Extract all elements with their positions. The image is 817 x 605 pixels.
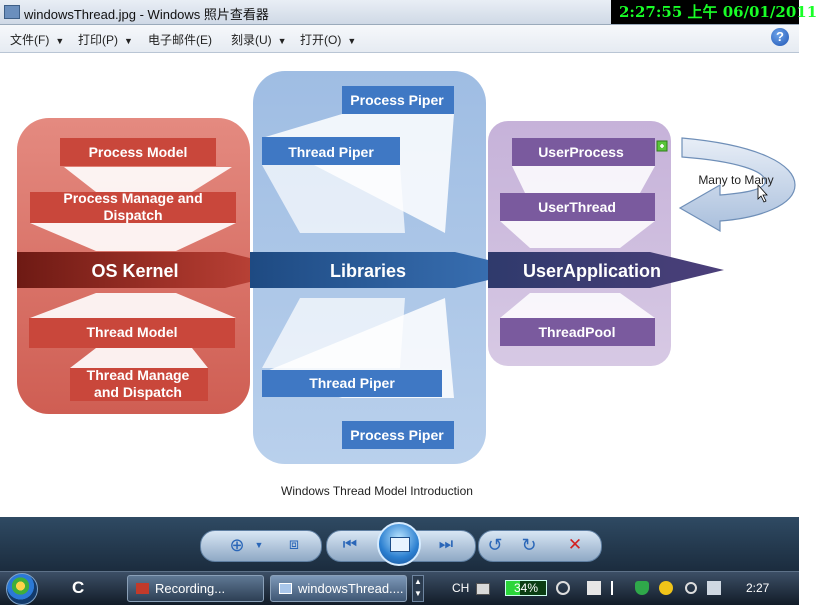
process-manage-label-1: Process Manage and xyxy=(63,190,202,206)
thread-model-box xyxy=(29,318,235,348)
chevron-down-icon: ▼ xyxy=(124,36,133,46)
taskbar-item-photo-viewer[interactable]: windowsThread.... xyxy=(270,575,407,602)
recording-app-icon xyxy=(136,583,149,594)
process-piper-top-box xyxy=(342,86,454,114)
menu-print[interactable]: 打印(P)▼ xyxy=(78,33,133,47)
thread-pool-label: ThreadPool xyxy=(538,324,615,340)
thread-manage-box xyxy=(70,368,208,401)
user-process-label: UserProcess xyxy=(538,144,624,160)
menu-file[interactable]: 文件(F)▼ xyxy=(10,33,65,47)
battery-percent-label: 34% xyxy=(513,581,539,595)
taskbar-scroll-control[interactable]: ▲▼ xyxy=(412,575,424,602)
network-icon[interactable] xyxy=(587,581,601,595)
many-to-many-label: Many to Many xyxy=(698,173,773,187)
user-application-arrow xyxy=(488,252,724,288)
help-icon[interactable]: ? xyxy=(771,28,789,46)
process-manage-label-2: Dispatch xyxy=(103,207,162,223)
photo-viewer-app-icon xyxy=(279,583,292,594)
photo-viewer-icon xyxy=(4,5,20,19)
many-to-many-curved-arrow xyxy=(678,137,796,233)
rotate-clockwise-icon[interactable]: ↻ xyxy=(521,535,537,555)
thread-manage-label-1: Thread Manage xyxy=(87,367,190,383)
libraries-label: Libraries xyxy=(330,261,406,281)
controls-pill-right xyxy=(478,530,602,562)
diagram-caption: Windows Thread Model Introduction xyxy=(281,484,473,498)
display-icon[interactable] xyxy=(707,581,721,595)
thread-piper-top-label: Thread Piper xyxy=(288,144,374,160)
zoom-dropdown-chevron-icon[interactable]: ▼ xyxy=(254,540,264,550)
taskbar-clock[interactable]: 2:27 xyxy=(746,581,770,595)
rotate-counterclockwise-icon[interactable]: ↺ xyxy=(487,535,503,555)
menu-burn[interactable]: 刻录(U)▼ xyxy=(231,33,287,47)
thread-piper-top-box xyxy=(262,137,400,165)
security-shield-icon[interactable] xyxy=(635,581,649,595)
start-button[interactable] xyxy=(6,573,38,605)
zoom-icon[interactable]: ⊕ xyxy=(229,535,245,555)
chevron-down-icon: ▼ xyxy=(55,36,65,46)
user-process-box xyxy=(512,138,655,166)
delete-icon[interactable]: ✕ xyxy=(567,535,583,554)
menu-open[interactable]: 打开(O)▼ xyxy=(300,33,357,47)
mouse-cursor-icon xyxy=(757,183,768,203)
thread-manage-label-2: and Dispatch xyxy=(94,384,182,400)
language-indicator[interactable]: CH xyxy=(452,581,470,595)
quick-launch-icon[interactable]: C xyxy=(72,578,85,597)
battery-indicator[interactable]: 34% xyxy=(505,580,547,596)
update-icon[interactable] xyxy=(659,581,673,595)
user-application-label: UserApplication xyxy=(523,261,661,281)
keyboard-icon[interactable] xyxy=(476,583,490,595)
recording-clock-overlay: 2:27:55 上午 06/01/2011 xyxy=(611,0,817,24)
process-piper-bottom-box xyxy=(342,421,454,449)
volume-icon[interactable] xyxy=(685,582,697,594)
os-kernel-arrow xyxy=(17,252,300,288)
menu-bar: 文件(F)▼ 打印(P)▼ 电子邮件(E) 刻录(U)▼ 打开(O)▼ ? xyxy=(0,25,799,53)
thread-piper-bottom-box xyxy=(262,370,442,397)
menu-email[interactable]: 电子邮件(E) xyxy=(148,33,212,47)
libraries-arrow xyxy=(250,252,530,288)
action-center-flag-icon[interactable] xyxy=(611,581,623,595)
chevron-down-icon: ▼ xyxy=(277,36,287,46)
thread-model-diagram: Process Model Process Manage and Dispatc… xyxy=(17,71,796,464)
taskbar-item-recording[interactable]: Recording... xyxy=(127,575,264,602)
thread-model-label: Thread Model xyxy=(86,324,177,340)
taskbar: C Recording... windowsThread.... ▲▼ CH 3… xyxy=(0,571,799,605)
power-plug-icon[interactable] xyxy=(556,581,570,595)
image-view: Process Model Process Manage and Dispatc… xyxy=(0,53,799,517)
thread-piper-bottom-label: Thread Piper xyxy=(309,375,395,391)
controls-pill-left xyxy=(200,530,322,562)
window-title: windowsThread.jpg - Windows 照片查看器 xyxy=(24,7,269,22)
user-thread-box xyxy=(500,193,655,221)
battery-level-fill xyxy=(506,581,520,595)
slideshow-icon xyxy=(390,537,410,552)
viewer-control-bar: ⊕ ▼ ⧈ ⏮ ⏭ ↺ ↻ ✕ xyxy=(0,517,799,571)
process-piper-top-label: Process Piper xyxy=(350,92,444,108)
user-thread-label: UserThread xyxy=(538,199,616,215)
title-bar[interactable]: windowsThread.jpg - Windows 照片查看器 2:27:5… xyxy=(0,0,817,25)
next-image-icon[interactable]: ⏭ xyxy=(438,536,454,553)
process-manage-box xyxy=(30,192,236,223)
process-model-box xyxy=(60,138,216,166)
process-model-label: Process Model xyxy=(89,144,188,160)
fit-to-window-icon[interactable]: ⧈ xyxy=(288,536,300,553)
os-kernel-label: OS Kernel xyxy=(91,261,178,281)
thread-pool-box xyxy=(500,318,655,346)
previous-image-icon[interactable]: ⏮ xyxy=(342,536,358,553)
process-piper-bottom-label: Process Piper xyxy=(350,427,444,443)
slideshow-button[interactable] xyxy=(377,522,421,566)
chevron-down-icon: ▼ xyxy=(347,36,357,46)
